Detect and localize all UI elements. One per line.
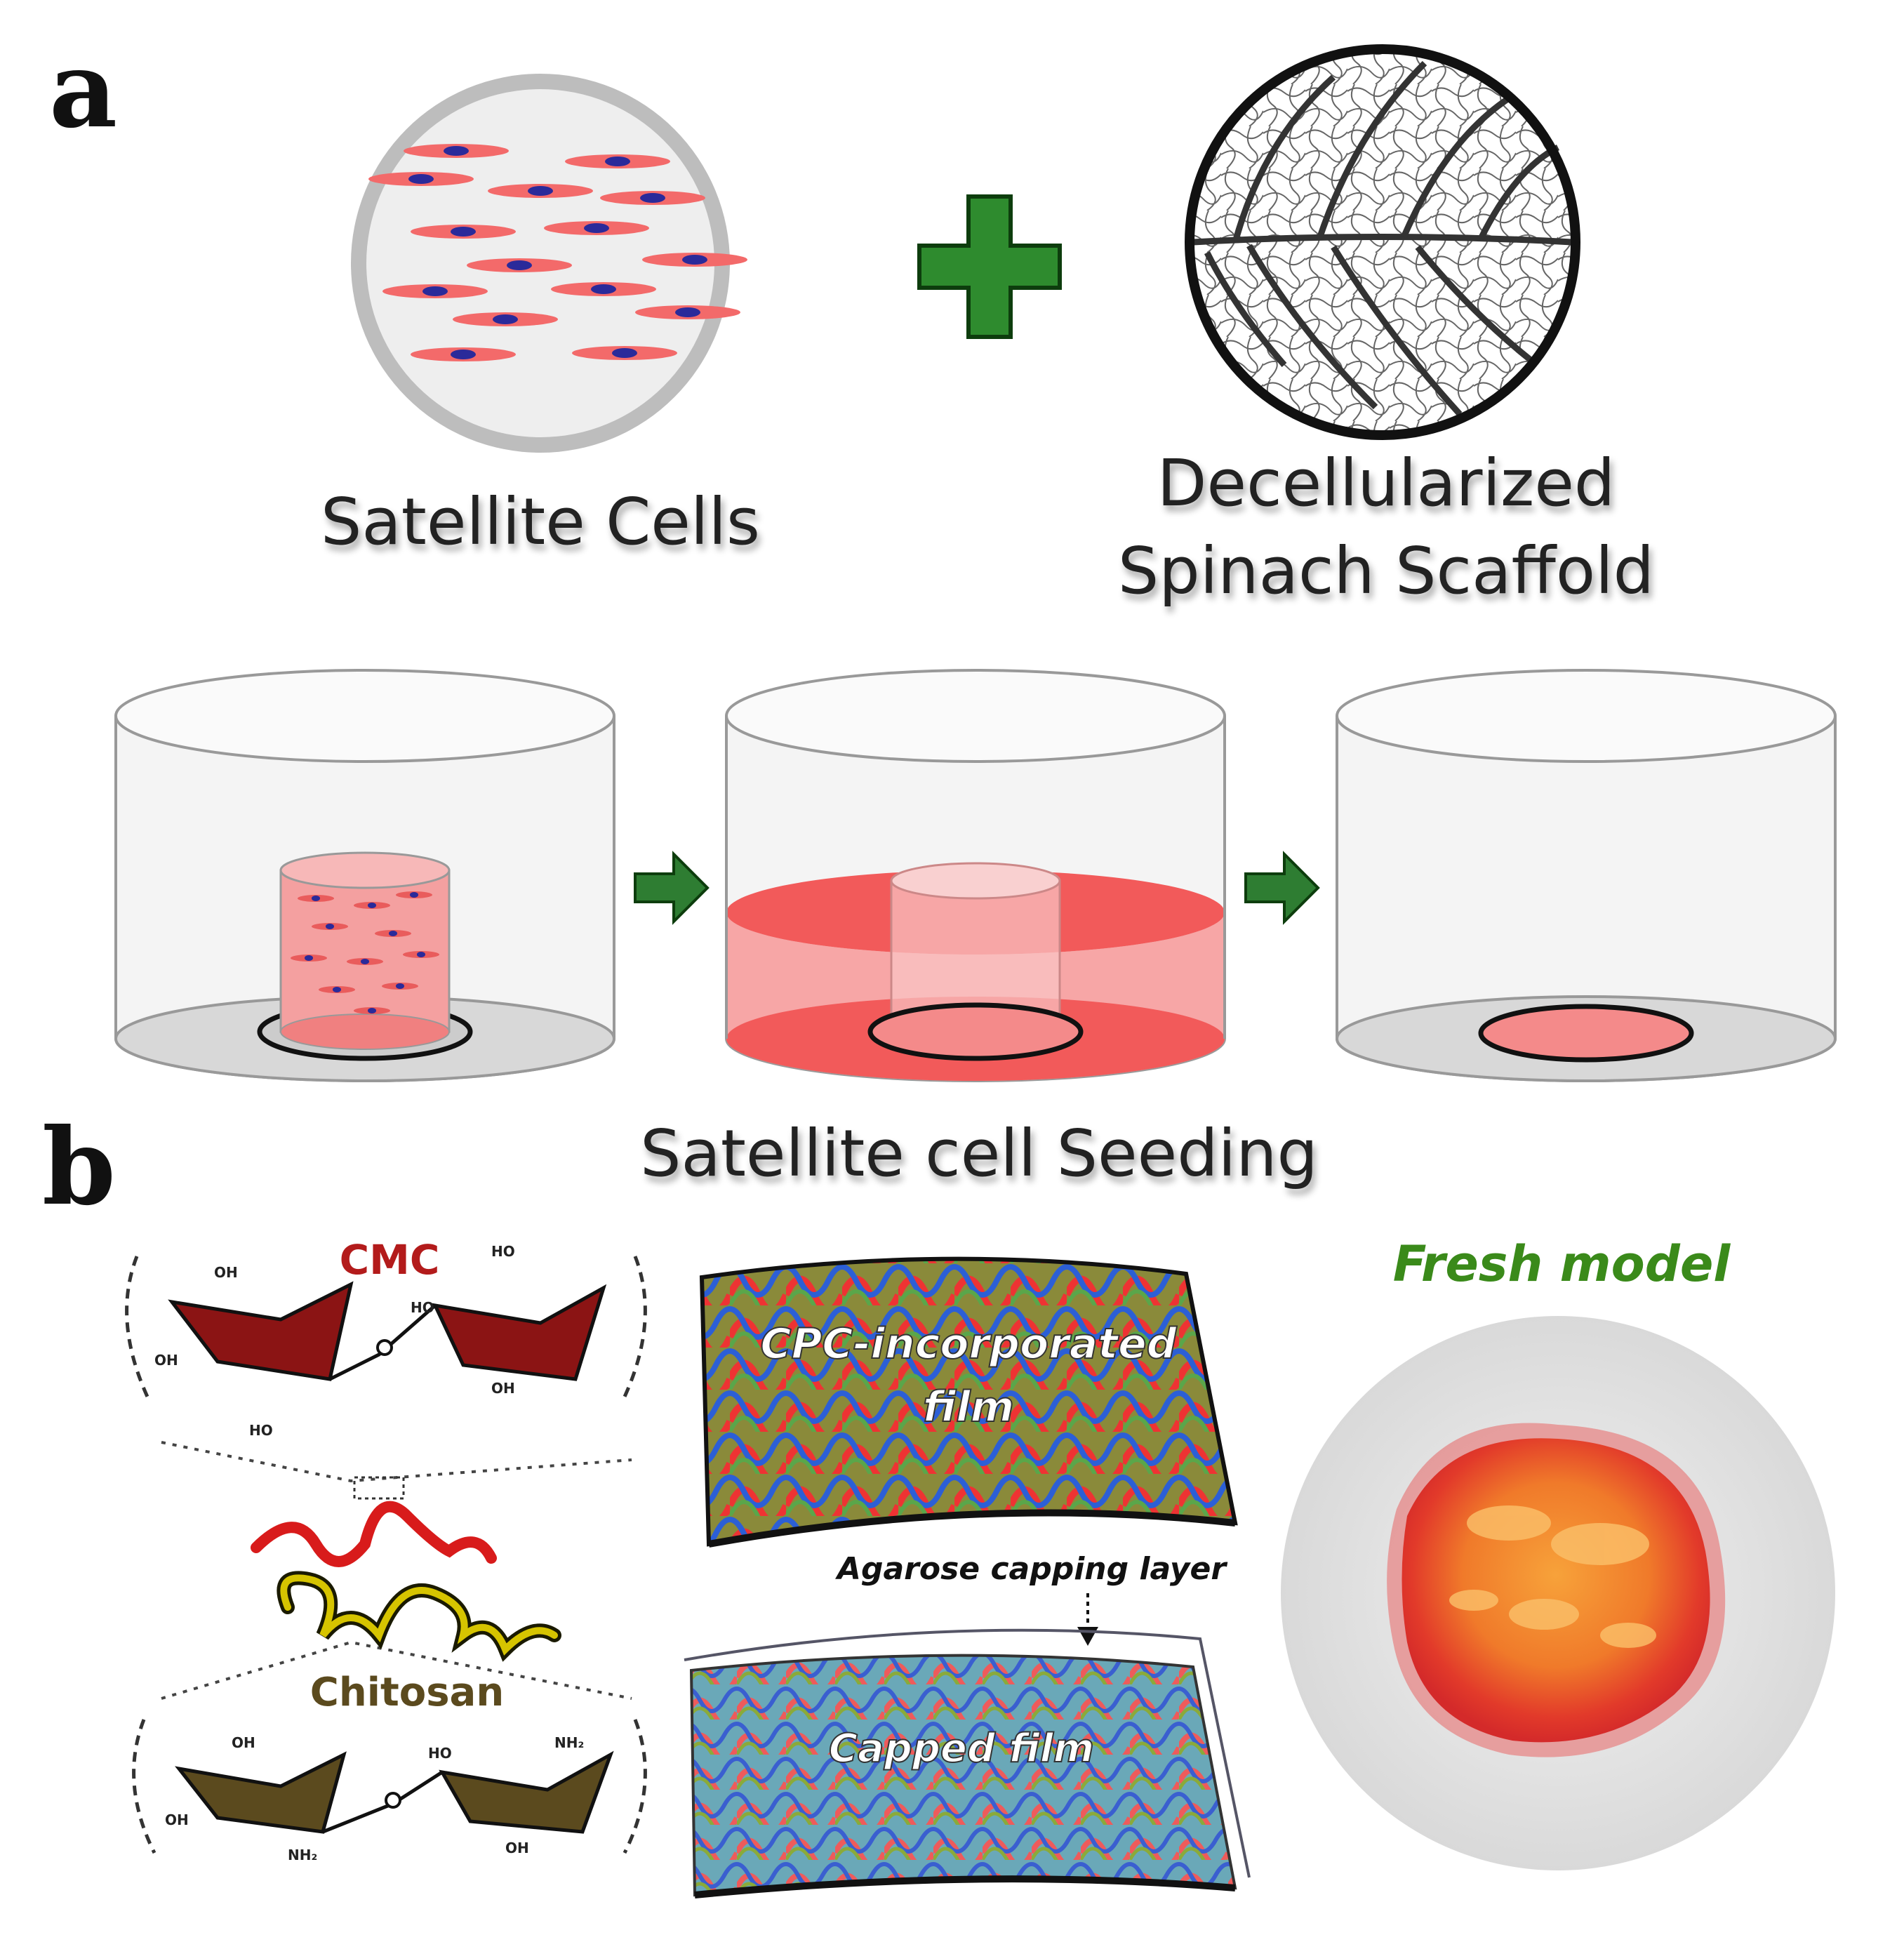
chitosan-label: Chitosan	[310, 1670, 504, 1715]
svg-text:OH: OH	[154, 1352, 178, 1369]
svg-text:HO: HO	[411, 1299, 434, 1316]
cell-nucleus	[451, 227, 476, 237]
svg-text:OH: OH	[505, 1840, 529, 1856]
ring-cell-nucleus	[389, 931, 397, 936]
ring-cell-nucleus	[326, 924, 334, 929]
fresh-model-label: Fresh model	[1393, 1235, 1731, 1293]
cell-nucleus	[584, 223, 609, 233]
ring-cell-nucleus	[305, 955, 313, 961]
ring-cell-nucleus	[312, 896, 320, 901]
capped-film	[684, 1628, 1251, 1899]
fresh-model-photo	[1281, 1316, 1835, 1870]
satellite-cells-label: Satellite Cells	[321, 484, 760, 559]
ring-cell-nucleus	[333, 987, 341, 992]
plus-icon	[917, 194, 1062, 339]
cmc-chain	[251, 1501, 497, 1567]
ring-cell-nucleus	[417, 952, 425, 957]
cell-nucleus	[605, 157, 630, 166]
cmc-structure: OH OH HO HO HO OH	[125, 1243, 647, 1439]
zoom-box	[353, 1476, 405, 1500]
cpc-incorporated-film	[699, 1256, 1238, 1548]
cell-nucleus	[682, 255, 707, 265]
svg-text:HO: HO	[491, 1243, 515, 1260]
satellite-cells-group	[368, 144, 747, 361]
svg-text:NH₂: NH₂	[288, 1847, 317, 1863]
cell-nucleus	[675, 307, 700, 317]
cell-nucleus	[408, 174, 434, 184]
capped-film-label: Capped film	[829, 1726, 1094, 1771]
ring-cell-nucleus	[368, 903, 376, 908]
ring-cell-nucleus	[396, 983, 404, 989]
panel-a-letter: a	[49, 28, 117, 152]
culture-dish-step-1	[114, 669, 615, 1082]
ring-cell-nucleus	[368, 1008, 376, 1013]
spinach-scaffold-disc	[1185, 44, 1580, 440]
svg-text:OH: OH	[491, 1380, 515, 1397]
arrow-right-icon-1	[634, 851, 710, 925]
cpc-film-label-line2: film	[923, 1383, 1014, 1432]
svg-text:OH: OH	[214, 1264, 238, 1281]
cell-nucleus	[528, 186, 553, 196]
ring-cell-nucleus	[410, 892, 418, 898]
seeding-caption: Satellite cell Seeding	[640, 1116, 1318, 1191]
cell-nucleus	[591, 284, 616, 294]
culture-dish-step-3	[1336, 669, 1837, 1082]
cpc-film-label-line1: CPC-incorporated	[760, 1319, 1177, 1369]
cell-nucleus	[422, 286, 448, 296]
svg-text:NH₂: NH₂	[554, 1734, 584, 1751]
satellite-cells-dish	[351, 74, 747, 453]
arrow-right-icon-2	[1244, 851, 1320, 925]
cell-nucleus	[444, 146, 469, 156]
scaffold-label-line2: Spinach Scaffold	[1118, 533, 1654, 609]
svg-text:OH: OH	[232, 1734, 255, 1751]
panel-b-letter: b	[42, 1105, 116, 1229]
chitosan-structure: OH OH NH₂ HO NH₂ OH	[132, 1719, 647, 1863]
cell-nucleus	[612, 348, 637, 358]
cell-nucleus	[493, 314, 518, 324]
cell-nucleus	[451, 350, 476, 359]
culture-dish-step-2	[725, 669, 1226, 1082]
svg-text:HO: HO	[249, 1422, 273, 1439]
ring-cells-group	[291, 891, 439, 1014]
cell-nucleus	[507, 260, 532, 270]
agarose-label: Agarose capping layer	[835, 1551, 1227, 1587]
ring-cell-nucleus	[361, 959, 369, 964]
scaffold-label-line1: Decellularized	[1157, 446, 1616, 521]
svg-text:HO: HO	[428, 1745, 452, 1762]
cmc-label: CMC	[340, 1236, 440, 1284]
zoom-lines	[161, 1441, 632, 1700]
svg-text:OH: OH	[165, 1811, 189, 1828]
cell-nucleus	[640, 193, 665, 203]
